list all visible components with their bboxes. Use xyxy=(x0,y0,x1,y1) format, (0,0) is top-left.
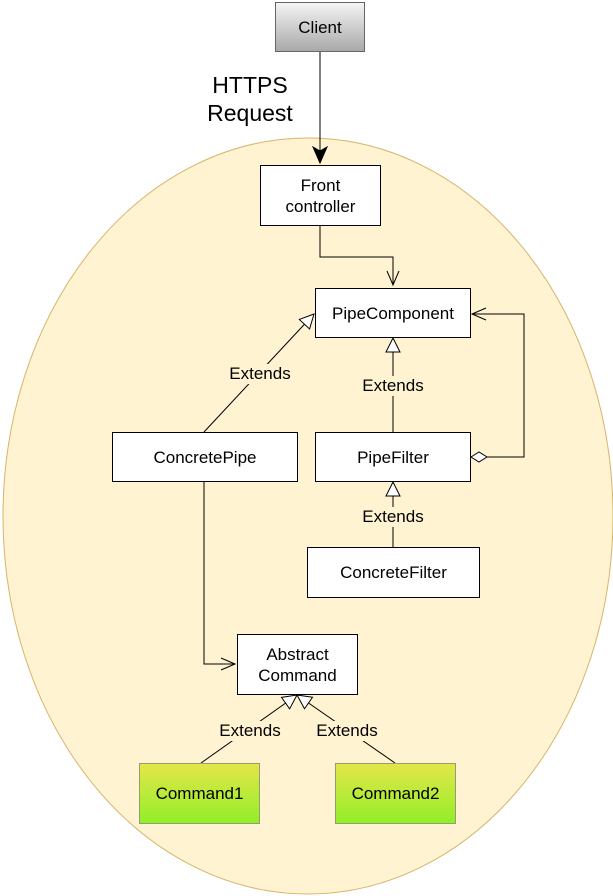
command2-node[interactable]: Command2 xyxy=(335,763,456,824)
system-boundary xyxy=(2,137,613,895)
https-request-label: HTTPS Request xyxy=(207,72,293,126)
front-controller-node[interactable]: Front controller xyxy=(260,165,381,226)
controller-to-pipe-component-edge xyxy=(319,226,393,285)
pipe-extends-label: Extends xyxy=(228,364,292,384)
command2-label: Command2 xyxy=(351,784,440,803)
pipe-filter-label: PipeFilter xyxy=(357,447,429,467)
command2-extends-label: Extends xyxy=(315,721,379,741)
command1-label: Command1 xyxy=(155,784,244,803)
pipe-filter-node[interactable]: PipeFilter xyxy=(315,432,471,482)
front-controller-label: Front controller xyxy=(285,175,356,216)
abstract-command-label: Abstract Command xyxy=(258,644,337,685)
concrete-filter-label: ConcreteFilter xyxy=(340,563,447,582)
command1-node[interactable]: Command1 xyxy=(139,763,260,824)
client-node[interactable]: Client xyxy=(275,2,365,52)
pipe-component-label: PipeComponent xyxy=(332,303,454,323)
concrete-filter-extends-label: Extends xyxy=(361,507,425,527)
concrete-filter-node[interactable]: ConcreteFilter xyxy=(307,547,480,598)
abstract-command-node[interactable]: Abstract Command xyxy=(237,634,358,695)
filter-extends-label: Extends xyxy=(361,376,425,396)
filter-aggregation-edge xyxy=(471,314,525,457)
pipe-component-node[interactable]: PipeComponent xyxy=(315,288,471,338)
command1-extends-label: Extends xyxy=(218,721,282,741)
concrete-pipe-label: ConcretePipe xyxy=(153,447,257,467)
client-label: Client xyxy=(298,17,342,37)
pipe-to-command-edge xyxy=(203,481,235,664)
concrete-pipe-node[interactable]: ConcretePipe xyxy=(112,432,298,482)
